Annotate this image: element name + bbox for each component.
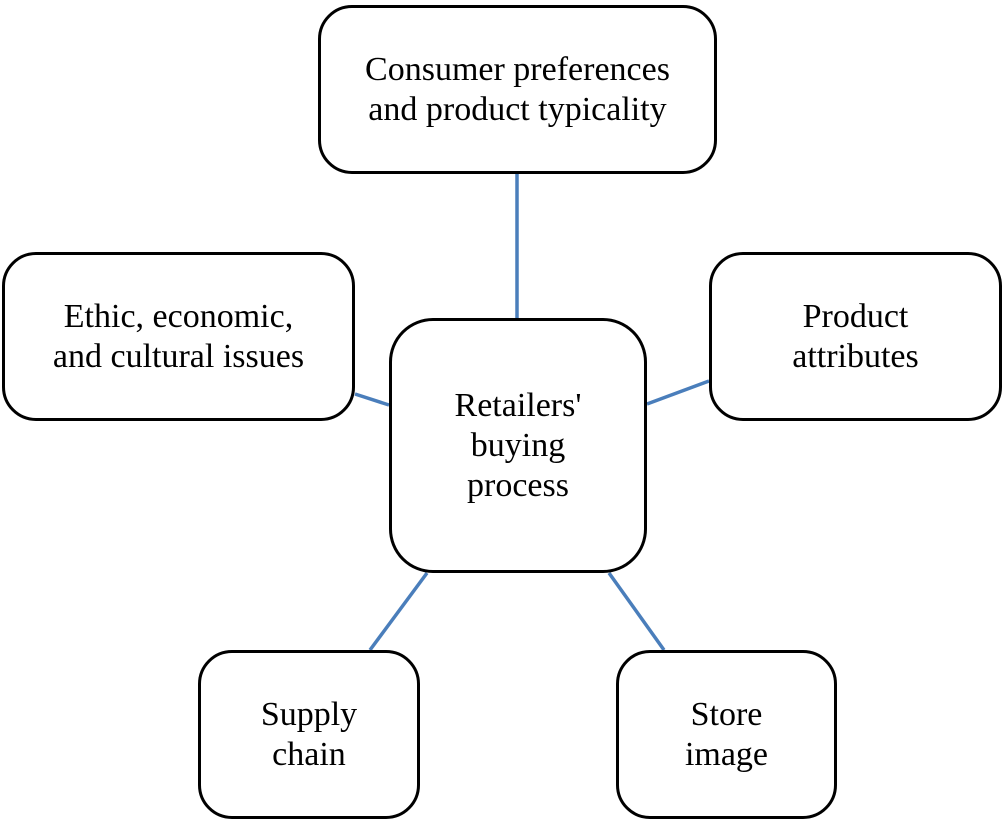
connector-center-right <box>646 379 710 406</box>
node-label: Ethic, economic, and cultural issues <box>52 297 305 375</box>
node-label: Product attributes <box>792 297 919 375</box>
node-retailers-buying-process: Retailers' buying process <box>389 318 647 573</box>
connector-center-bottom-right <box>607 571 666 652</box>
node-product-attributes: Product attributes <box>709 252 1002 421</box>
node-ethic-economic-cultural: Ethic, economic, and cultural issues <box>2 252 355 421</box>
node-label: Supply chain <box>260 695 358 773</box>
node-supply-chain: Supply chain <box>198 650 420 819</box>
node-store-image: Store image <box>616 650 837 819</box>
node-label: Store image <box>684 695 769 773</box>
connector-center-bottom-left <box>368 571 429 652</box>
node-consumer-preferences: Consumer preferences and product typical… <box>318 5 717 174</box>
node-label: Retailers' buying process <box>454 386 582 504</box>
connector-center-left <box>354 392 390 407</box>
node-label: Consumer preferences and product typical… <box>365 50 670 128</box>
